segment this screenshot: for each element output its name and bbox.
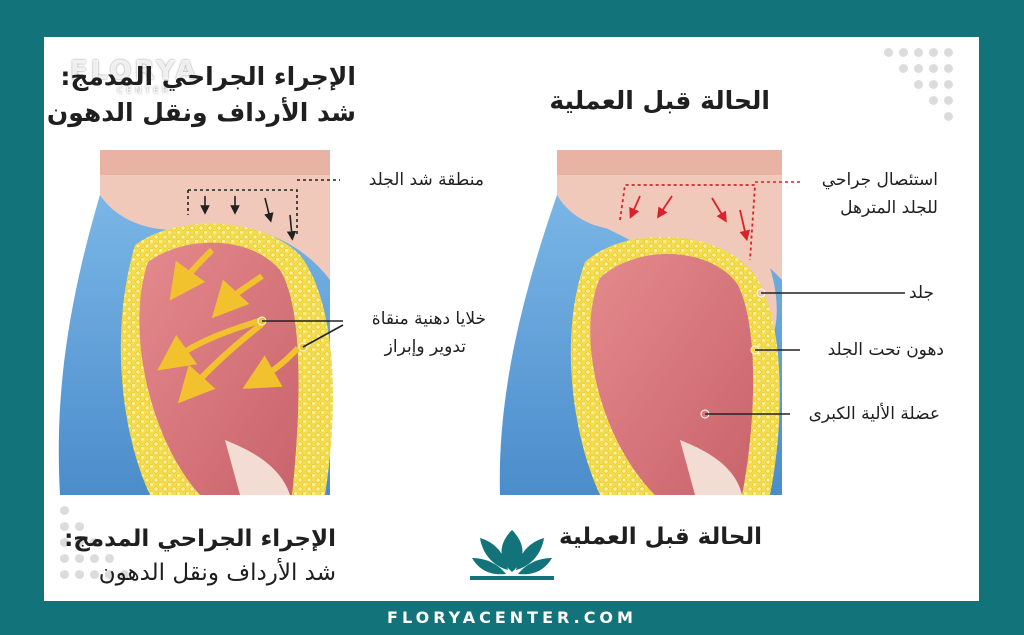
left-caption-line1: الإجراء الجراحي المدمج: (64, 526, 336, 552)
lotus-logo-icon (470, 530, 554, 580)
watermark-brand: FLORYA (70, 56, 199, 86)
label-subcutaneous-fat: دهون تحت الجلد (827, 340, 944, 360)
label-skin-tightening-zone: منطقة شد الجلد (368, 170, 484, 190)
left-heading-line2: شد الأرداف ونقل الدهون (46, 98, 356, 127)
left-heading-line1: الإجراء الجراحي المدمج: (60, 62, 356, 91)
label-purified-fat-cells: خلايا دهنية منقاة (371, 309, 486, 329)
label-rounding-projection: تدوير وإبراز (384, 337, 466, 357)
label-gluteus-maximus: عضلة الألية الكبرى (808, 404, 940, 424)
label-surgical-excision-line1: استئصال جراحي (821, 170, 938, 190)
footer-website: FLORYACENTER.COM (387, 608, 637, 627)
left-caption-line2: شد الأرداف ونقل الدهون (98, 560, 336, 586)
right-figure (499, 150, 905, 495)
watermark-sub: CENTER (117, 86, 172, 96)
label-surgical-excision-line2: للجلد المترهل (840, 198, 938, 218)
right-heading: الحالة قبل العملية (549, 86, 770, 115)
left-figure (58, 150, 344, 496)
right-caption: الحالة قبل العملية (559, 524, 762, 550)
label-skin: جلد (908, 283, 934, 303)
